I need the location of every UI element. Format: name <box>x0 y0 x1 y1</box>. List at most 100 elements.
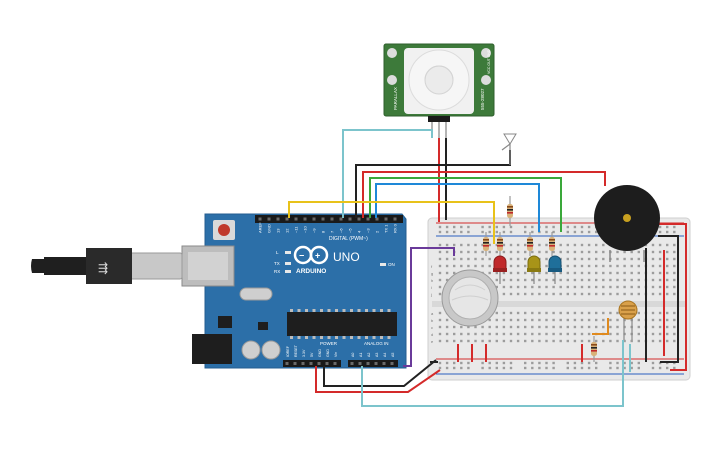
digital-pin-hole[interactable] <box>393 217 397 221</box>
digital-pin-hole[interactable] <box>303 217 307 221</box>
breadboard-hole <box>495 361 498 365</box>
breadboard-hole <box>488 361 491 365</box>
analog-pin-hole[interactable] <box>382 362 386 365</box>
power-pin-hole[interactable] <box>333 362 337 365</box>
breadboard-hole <box>438 332 442 336</box>
power-pin-hole[interactable] <box>325 362 329 365</box>
led-tx-indicator <box>285 262 291 265</box>
led-rx-indicator <box>285 270 291 273</box>
digital-pin-hole[interactable] <box>330 217 334 221</box>
breadboard-hole <box>673 250 676 254</box>
breadboard-hole <box>587 257 591 261</box>
analog-pin-hole[interactable] <box>374 362 378 365</box>
breadboard-hole <box>460 339 463 343</box>
breadboard-hole <box>623 339 626 343</box>
breadboard-hole <box>602 264 605 268</box>
breadboard-hole <box>580 243 584 247</box>
atmega-chip <box>287 312 397 336</box>
analog-pin-hole[interactable] <box>390 362 394 365</box>
breadboard-hole <box>502 311 506 315</box>
breadboard-hole <box>531 311 534 315</box>
analog-pin-hole[interactable] <box>350 362 354 365</box>
breadboard-hole <box>453 325 456 329</box>
breadboard-hole <box>495 278 498 282</box>
analog-pin-hole[interactable] <box>366 362 370 365</box>
breadboard-hole <box>595 339 598 343</box>
digital-pin-hole[interactable] <box>375 217 379 221</box>
breadboard-hole <box>595 243 598 247</box>
breadboard-hole <box>559 285 562 289</box>
breadboard-hole <box>666 366 669 370</box>
breadboard-hole <box>616 285 619 289</box>
breadboard-hole <box>666 243 669 247</box>
breadboard-hole <box>595 325 598 329</box>
chip-pin <box>365 309 368 312</box>
pir-pin-header <box>428 116 450 122</box>
breadboard-hole <box>609 339 612 343</box>
breadboard-hole <box>587 250 591 254</box>
breadboard-hole <box>602 271 605 275</box>
digital-pin-label: ~9 <box>312 228 317 233</box>
digital-pin-hole[interactable] <box>357 217 361 221</box>
digital-pin-label: ~6 <box>339 228 344 233</box>
digital-pin-hole[interactable] <box>366 217 370 221</box>
breadboard-hole <box>453 271 456 275</box>
breadboard-hole <box>531 230 534 234</box>
breadboard-hole <box>637 250 640 254</box>
breadboard-hole <box>495 318 498 322</box>
logo-right-loop <box>309 245 329 265</box>
breadboard-hole <box>502 332 506 336</box>
digital-pin-hole[interactable] <box>339 217 343 221</box>
digital-pin-hole[interactable] <box>276 217 280 221</box>
power-pin-hole[interactable] <box>317 362 321 365</box>
breadboard-hole <box>566 250 569 254</box>
breadboard-hole <box>545 278 548 282</box>
digital-pin-hole[interactable] <box>321 217 325 221</box>
breadboard-hole <box>481 257 484 261</box>
breadboard-hole <box>453 332 456 336</box>
breadboard-hole <box>538 278 541 282</box>
breadboard-hole <box>595 366 598 370</box>
breadboard-hole <box>467 339 470 343</box>
digital-pin-hole[interactable] <box>285 217 289 221</box>
breadboard-hole <box>502 339 506 343</box>
breadboard-hole <box>516 285 520 289</box>
breadboard-hole <box>460 332 463 336</box>
digital-pin-hole[interactable] <box>312 217 316 221</box>
resistor-band <box>483 245 489 247</box>
pir-mount-hole-br <box>481 75 491 85</box>
breadboard-hole <box>552 366 555 370</box>
analog-pin-hole[interactable] <box>358 362 362 365</box>
led-on-indicator <box>380 263 386 266</box>
power-pin-hole[interactable] <box>301 362 305 365</box>
digital-pin-hole[interactable] <box>294 217 298 221</box>
power-pin-hole[interactable] <box>293 362 297 365</box>
reset-button-cap[interactable] <box>218 224 230 236</box>
breadboard-hole <box>453 225 456 229</box>
photoresistor-track <box>621 305 635 315</box>
pir-mount-hole-tr <box>481 48 491 58</box>
breadboard-hole <box>509 230 513 234</box>
usb-plug-body <box>86 248 132 284</box>
breadboard-hole <box>651 250 655 254</box>
digital-pin-hole[interactable] <box>384 217 388 221</box>
breadboard-hole <box>623 278 626 282</box>
breadboard-hole <box>460 243 463 247</box>
breadboard-hole <box>673 285 676 289</box>
gas-sensor-mesh <box>448 276 492 320</box>
breadboard-hole <box>524 250 527 254</box>
breadboard-hole <box>552 361 555 365</box>
breadboard-hole <box>559 250 562 254</box>
breadboard-hole <box>651 264 655 268</box>
breadboard-hole <box>658 225 662 229</box>
breadboard-hole <box>595 230 598 234</box>
breadboard-hole <box>673 271 676 275</box>
breadboard-hole <box>573 366 577 370</box>
digital-pin-hole[interactable] <box>258 217 262 221</box>
digital-pin-hole[interactable] <box>348 217 352 221</box>
power-pin-hole[interactable] <box>309 362 313 365</box>
power-pin-hole[interactable] <box>285 362 289 365</box>
breadboard-hole <box>516 318 520 322</box>
digital-pin-hole[interactable] <box>267 217 271 221</box>
